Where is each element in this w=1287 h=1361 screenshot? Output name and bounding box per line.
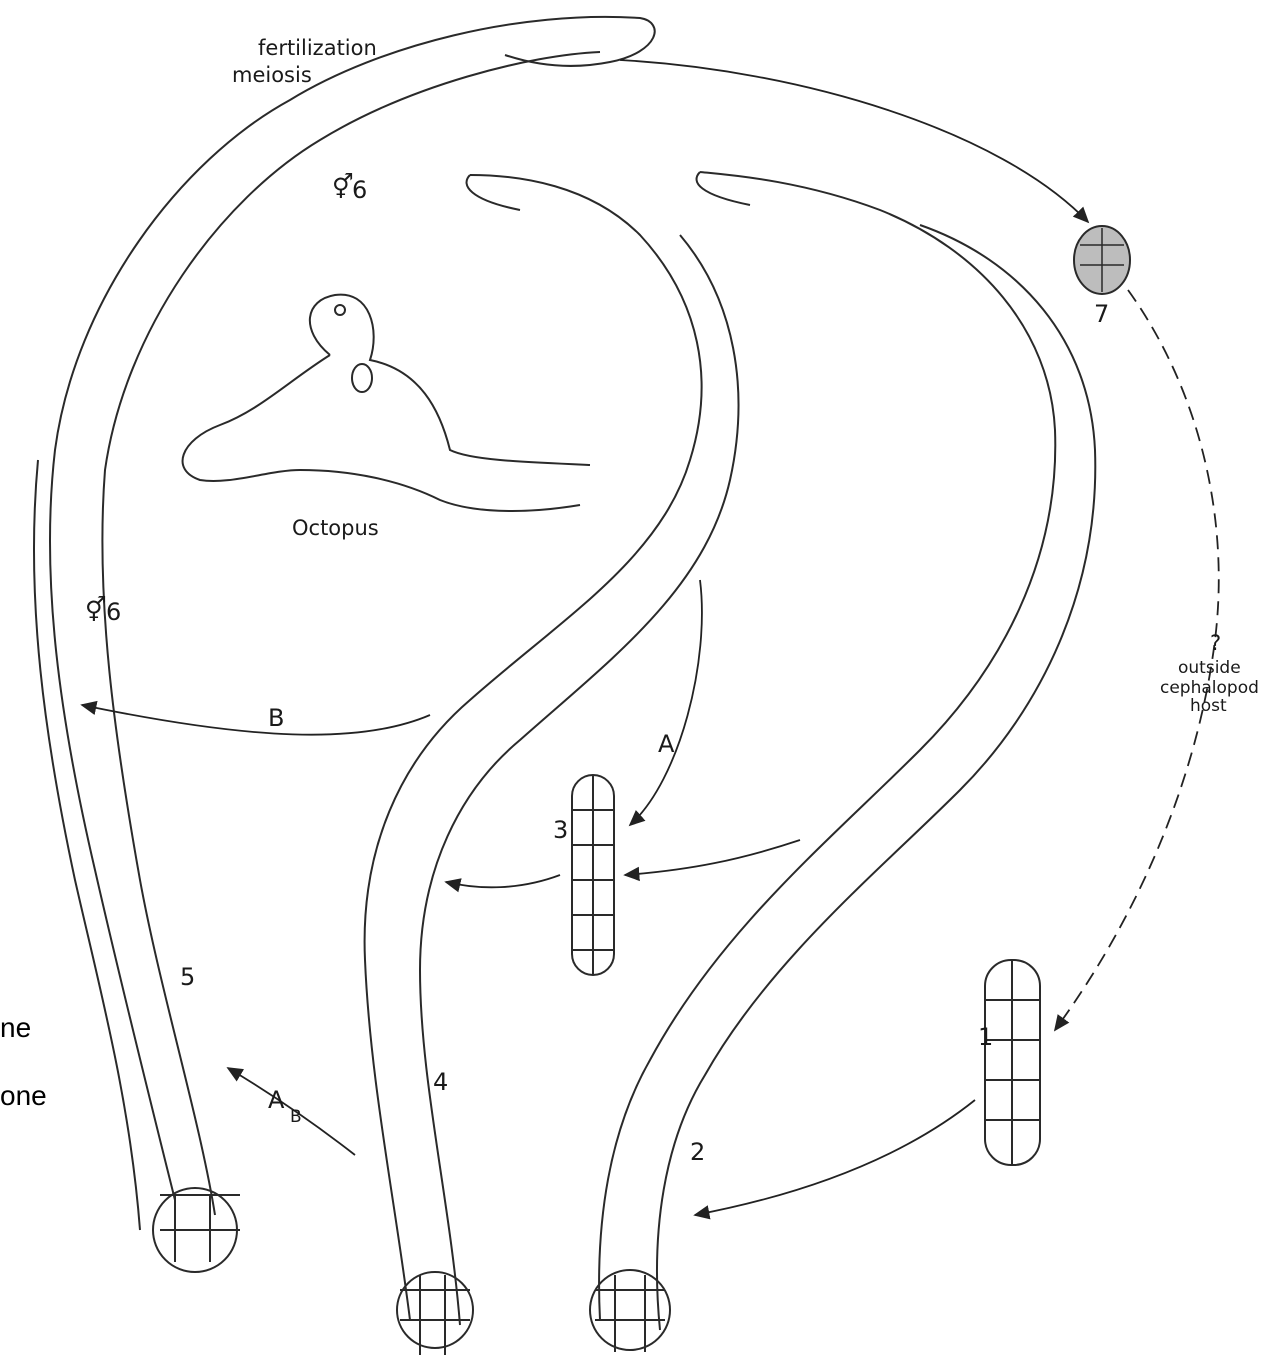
worm-stage-5 (34, 17, 655, 1272)
embryo-stage-3 (572, 775, 614, 975)
label-path-ab-sub: B (290, 1107, 302, 1127)
label-meiosis: meiosis (232, 63, 312, 87)
label-path-b: B (268, 704, 284, 732)
label-outside: outside (1178, 658, 1241, 678)
octopus-illustration (183, 295, 590, 511)
label-fertilization: fertilization (258, 36, 377, 60)
arrow-from-stage-3-to-4 (446, 875, 560, 887)
label-stage-6-left: 6 (106, 598, 121, 626)
side-text-line-1: ne (0, 1012, 31, 1044)
arrow-stage-1-to-2 (695, 1100, 975, 1215)
label-stage-7: 7 (1094, 300, 1109, 328)
label-stage-3: 3 (553, 816, 568, 844)
side-text-line-2: one (0, 1080, 47, 1112)
hermaphrodite-symbol-top: ⚥ (332, 173, 354, 201)
cycle-arrows (82, 60, 1219, 1215)
label-cephalopod: cephalopod (1160, 678, 1259, 698)
label-stage-2: 2 (690, 1138, 705, 1166)
label-path-a: A (658, 730, 675, 758)
arrow-path-b (82, 705, 430, 735)
hermaphrodite-symbol-left: ⚥ (85, 596, 107, 624)
label-question: ? (1210, 631, 1221, 655)
label-stage-4: 4 (433, 1068, 448, 1096)
arrow-to-stage-7 (620, 60, 1088, 222)
label-host: host (1190, 696, 1227, 716)
label-stage-6-top: 6 (352, 176, 367, 204)
embryo-stage-1 (985, 960, 1040, 1165)
worm-stage-4 (365, 175, 739, 1355)
label-octopus: Octopus (292, 516, 379, 540)
arrow-to-stage-3-from-2 (625, 840, 800, 875)
label-stage-5: 5 (180, 963, 195, 991)
label-path-ab-main: A (268, 1086, 285, 1114)
worm-stage-2 (590, 172, 1095, 1352)
larva-stage-7 (1074, 226, 1130, 294)
label-stage-1: 1 (978, 1023, 993, 1051)
arrow-path-a (630, 580, 702, 825)
